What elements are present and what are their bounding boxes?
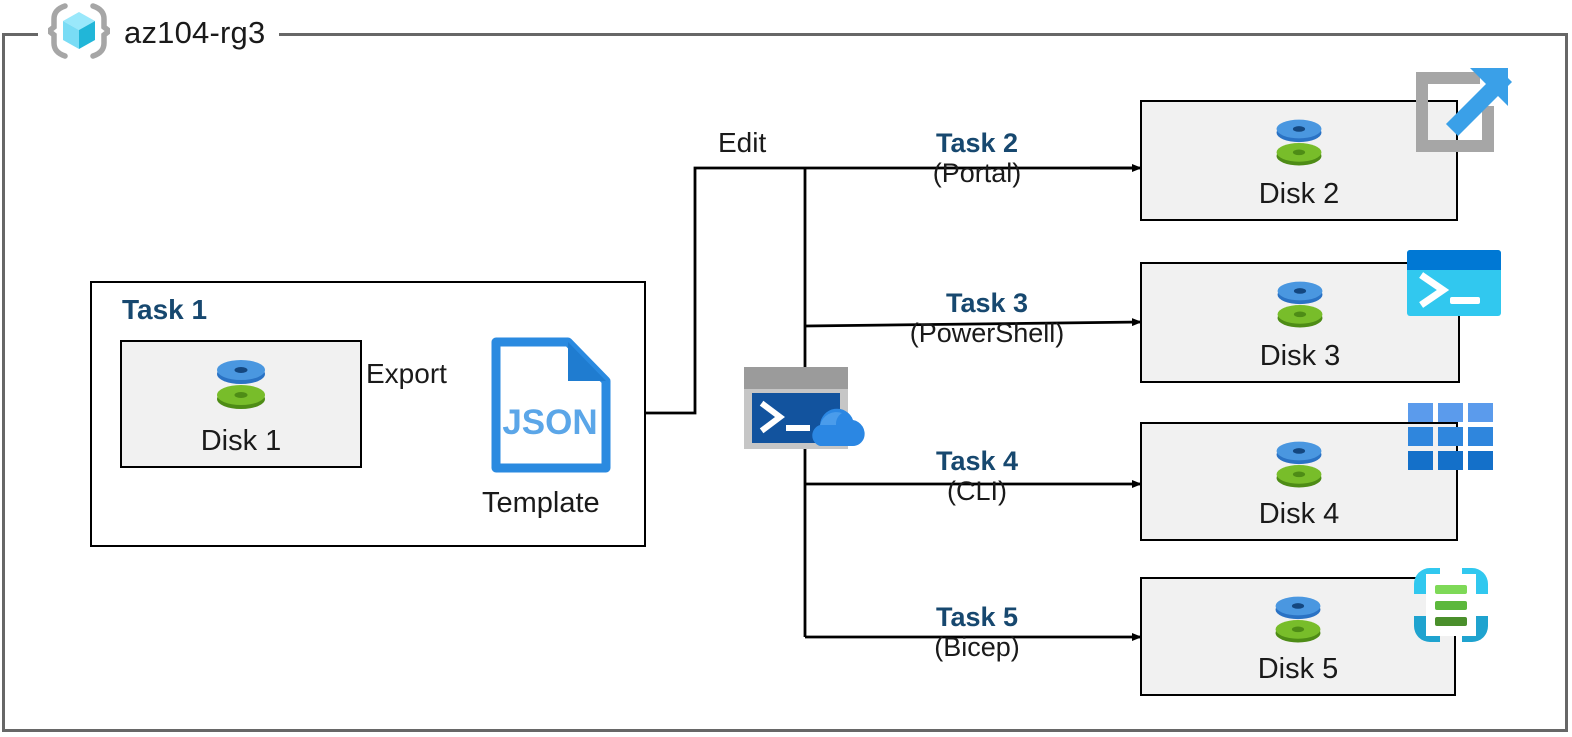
branch-method-4: (Bicep) bbox=[934, 632, 1020, 663]
disk3-caption: Disk 3 bbox=[1259, 340, 1341, 372]
export-label: Export bbox=[366, 358, 447, 389]
branch-label-4: Task 5 (Bicep) bbox=[862, 602, 1092, 662]
branch-task-1: Task 2 bbox=[935, 128, 1019, 158]
disk1-caption: Disk 1 bbox=[200, 425, 282, 457]
azure-portal-icon[interactable] bbox=[1408, 62, 1513, 167]
managed-disk-icon bbox=[1269, 591, 1327, 654]
disk3-icon-wrap bbox=[1142, 276, 1458, 339]
branch-label-3: Task 4 (CLI) bbox=[862, 446, 1092, 506]
disk5-icon-wrap bbox=[1142, 591, 1454, 654]
branch-task-2: Task 3 bbox=[945, 288, 1029, 318]
resource-group-frame bbox=[2, 33, 1568, 732]
branch-method-1: (Portal) bbox=[932, 158, 1022, 189]
resource-group-cube-icon bbox=[44, 2, 114, 65]
svg-text:JSON: JSON bbox=[502, 403, 597, 442]
disk1-box[interactable]: Disk 1 bbox=[120, 340, 362, 468]
disk2-caption: Disk 2 bbox=[1258, 178, 1340, 210]
managed-disk-icon bbox=[1271, 276, 1329, 339]
managed-disk-icon bbox=[1270, 114, 1328, 177]
disk5-caption: Disk 5 bbox=[1257, 653, 1339, 685]
branch-method-3: (CLI) bbox=[947, 476, 1007, 507]
disk5-box[interactable]: Disk 5 bbox=[1140, 577, 1456, 696]
bicep-icon[interactable] bbox=[1404, 558, 1498, 657]
branch-task-3: Task 4 bbox=[935, 446, 1019, 476]
powershell-icon[interactable] bbox=[1407, 250, 1501, 321]
resource-group-header: az104-rg3 bbox=[38, 0, 280, 66]
azure-cli-icon[interactable] bbox=[1408, 403, 1494, 476]
task1-label: Task 1 bbox=[122, 294, 208, 325]
json-file-icon[interactable]: JSON bbox=[490, 336, 612, 479]
branch-method-2: (PowerShell) bbox=[909, 318, 1065, 349]
cloud-shell-icon[interactable] bbox=[742, 365, 866, 466]
disk1-icon-wrap bbox=[122, 354, 360, 421]
disk4-icon-wrap bbox=[1142, 436, 1456, 499]
disk4-box[interactable]: Disk 4 bbox=[1140, 422, 1458, 541]
template-caption: Template bbox=[482, 487, 600, 519]
branch-label-2: Task 3 (PowerShell) bbox=[862, 288, 1112, 348]
managed-disk-icon bbox=[210, 354, 272, 421]
edit-label: Edit bbox=[718, 127, 767, 158]
branch-task-4: Task 5 bbox=[935, 602, 1019, 632]
resource-group-name: az104-rg3 bbox=[124, 15, 266, 50]
disk4-caption: Disk 4 bbox=[1258, 498, 1340, 530]
managed-disk-icon bbox=[1270, 436, 1328, 499]
disk2-box[interactable]: Disk 2 bbox=[1140, 100, 1458, 221]
disk2-icon-wrap bbox=[1142, 114, 1456, 177]
branch-label-1: Task 2 (Portal) bbox=[862, 128, 1092, 188]
disk3-box[interactable]: Disk 3 bbox=[1140, 262, 1460, 383]
